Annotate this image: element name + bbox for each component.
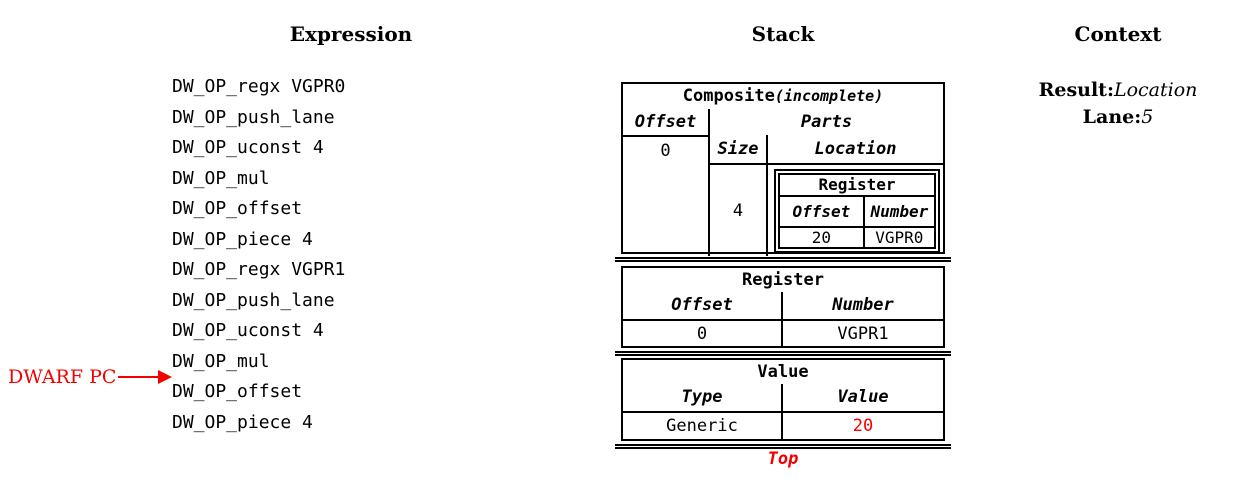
value-value-header: Value <box>837 387 889 407</box>
stack-slot-separator <box>615 257 951 262</box>
composite-offset-column: Offset 0 <box>623 109 710 256</box>
expression-op: DW_OP_push_lane <box>172 106 335 128</box>
context-result-row: Result:Location <box>978 77 1241 104</box>
expression-column-header: Expression <box>289 22 413 46</box>
composite-parts-column: Parts Size Location 4 Register Offset <box>710 109 943 256</box>
expression-list: DW_OP_regx VGPR0 DW_OP_push_lane DW_OP_u… <box>172 72 345 438</box>
stack-slot-separator <box>615 444 951 449</box>
composite-parts-header: Parts <box>800 112 853 132</box>
composite-title: Composite(incomplete) <box>623 84 943 109</box>
nested-register-title: Register <box>780 175 934 197</box>
composite-location-cell: Register Offset Number 20 VGPR0 <box>768 165 943 256</box>
nested-register-offset-value: 20 <box>780 228 865 247</box>
expression-op: DW_OP_offset <box>172 198 303 219</box>
expression-op: DW_OP_piece 4 <box>172 228 313 250</box>
value-title: Value <box>757 362 809 382</box>
value-value-value: 20 <box>852 416 874 436</box>
context-column-header: Context <box>1074 22 1162 46</box>
result-value: Location <box>1113 79 1198 101</box>
expression-op: DW_OP_regx VGPR1 <box>172 259 346 280</box>
value-type-header: Type <box>623 384 783 411</box>
composite-size-value: 4 <box>710 165 768 256</box>
result-label: Result: <box>1038 79 1114 101</box>
stack-column-header: Stack <box>751 22 815 46</box>
nested-register-table: Register Offset Number 20 VGPR0 <box>774 169 940 253</box>
composite-offset-header: Offset <box>623 109 708 137</box>
stack-entry-value: Value Type Value Generic 20 <box>621 358 945 441</box>
lane-value: 5 <box>1141 106 1154 128</box>
composite-size-header: Size <box>710 135 768 163</box>
stack-top-label: Top <box>767 449 799 469</box>
register-title: Register <box>742 270 824 290</box>
dwarf-pc-arrow-line <box>118 376 159 378</box>
expression-op: DW_OP_mul <box>172 167 270 189</box>
expression-op: DW_OP_offset <box>172 381 303 402</box>
register-offset-header: Offset <box>623 292 783 319</box>
dwarf-pc-arrowhead-icon <box>158 370 173 384</box>
expression-op: DW_OP_push_lane <box>172 289 335 311</box>
value-type-value: Generic <box>623 413 783 439</box>
expression-op: DW_OP_uconst 4 <box>172 137 324 158</box>
expression-op: DW_OP_piece 4 <box>172 411 313 433</box>
dwarf-pc-label: DWARF PC <box>8 366 117 388</box>
composite-location-header: Location <box>814 139 897 159</box>
nested-register-offset-header: Offset <box>780 197 865 226</box>
context-panel: Result:Location Lane:5 <box>978 77 1241 131</box>
nested-register-number-header: Number <box>870 202 929 221</box>
stack-entry-register: Register Offset Number 0 VGPR1 <box>621 266 945 348</box>
expression-op: DW_OP_regx VGPR0 <box>172 76 346 97</box>
expression-op: DW_OP_mul <box>172 350 270 372</box>
composite-offset-value: 0 <box>660 141 671 161</box>
register-offset-value: 0 <box>623 321 783 346</box>
expression-op: DW_OP_uconst 4 <box>172 320 324 341</box>
context-lane-row: Lane:5 <box>978 104 1241 131</box>
stack-entry-composite: Composite(incomplete) Offset 0 Parts Siz… <box>621 82 945 256</box>
stack-slot-separator <box>615 351 951 356</box>
dwarf-pc-marker: DWARF PC <box>8 366 173 388</box>
register-number-value: VGPR1 <box>837 323 889 344</box>
register-number-header: Number <box>832 295 894 315</box>
nested-register-number-value: VGPR0 <box>875 228 924 247</box>
lane-label: Lane: <box>1082 106 1142 128</box>
composite-title-text: Composite <box>682 86 775 106</box>
composite-incomplete-note: (incomplete) <box>774 87 884 105</box>
